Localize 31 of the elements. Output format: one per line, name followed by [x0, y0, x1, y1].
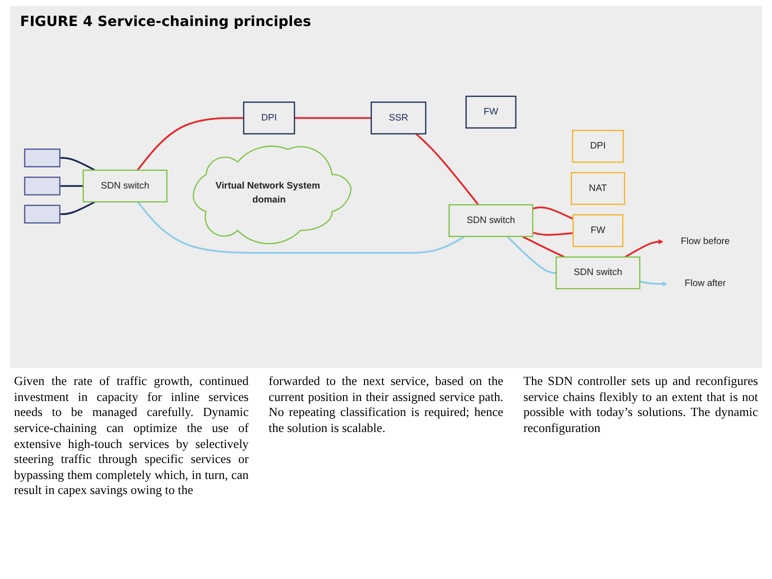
body-paragraph: forwarded to the next service, based on the current position in their assigned service path. No repeating classification is required; hence the solution is scalable.	[268, 374, 504, 437]
connector	[137, 201, 466, 254]
connector	[60, 157, 96, 171]
node-text: Flow after	[684, 278, 726, 289]
connector	[532, 206, 574, 220]
connector	[522, 236, 565, 258]
node-box	[24, 176, 60, 196]
node-box: SSR	[370, 102, 426, 134]
body-paragraph: The SDN controller sets up and reconfigures service chains flexibly to an extent that is not possible with today’s solutions. The dynamic reconfiguration	[523, 374, 758, 437]
node-box: DPI	[572, 130, 624, 163]
connector	[136, 117, 244, 171]
node-box: FW	[572, 214, 624, 248]
connector	[532, 232, 574, 236]
node-box: FW	[465, 96, 516, 129]
node-box	[24, 204, 60, 224]
connector	[60, 185, 84, 187]
node-text: Flow before	[680, 236, 730, 246]
node-box: SDN switch	[556, 256, 640, 290]
body-paragraph: Given the rate of traffic growth, continued investment in capacity for inline services needs to be managed carefully. Dynamic service-chaining can optimize the use of extensive high-touch services by selectively steering traffic through specific services or bypassing them completely which, in turn, can result in capex savings owing to the	[14, 374, 249, 499]
node-box: DPI	[243, 102, 296, 134]
connector	[415, 133, 480, 206]
node-box	[24, 148, 60, 168]
connector	[506, 236, 556, 274]
figure-title: FIGURE 4 Service-chaining principles	[20, 14, 312, 30]
node-box: SDN switch	[82, 170, 168, 202]
connector	[60, 201, 96, 216]
connector	[294, 117, 372, 119]
arrow	[624, 239, 664, 258]
node-box: SDN switch	[448, 204, 534, 238]
arrow	[640, 280, 668, 286]
node-box: NAT	[570, 172, 626, 205]
